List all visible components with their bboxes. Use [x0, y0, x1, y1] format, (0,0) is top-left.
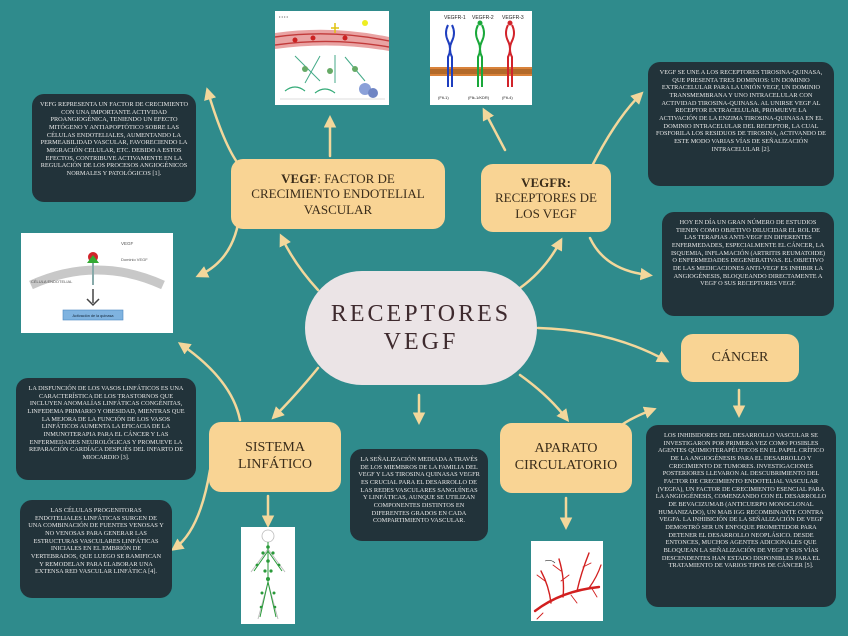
vegf-binding-diagram: VEGF Dominio VEGF CÉLULA ENDOTELIAL Acti…	[21, 233, 173, 333]
svg-text:• • • •: • • • •	[279, 14, 289, 19]
receptor-caption-2: (Flk-1/KDR)	[468, 95, 490, 100]
node-aparato-line2: CIRCULATORIO	[514, 458, 618, 473]
image-blood-vessels	[531, 541, 603, 621]
note-cancer-description: LOS INHIBIDORES DEL DESARROLLO VASCULAR …	[646, 425, 836, 607]
node-cancer[interactable]: CÁNCER	[681, 334, 799, 382]
binding-top-label: VEGF	[121, 241, 134, 246]
lymphatic-body-diagram	[241, 527, 295, 624]
arrow-center-vegfr	[518, 237, 563, 290]
binding-membrane-label: CÉLULA ENDOTELIAL	[31, 279, 73, 284]
vascular-pathway-diagram: • • • •	[275, 11, 389, 105]
arrow-vegfr-image	[482, 107, 507, 152]
receptor-label-2: VEGFR-2	[472, 15, 494, 21]
node-vegfr-text: RECEPTORES DE LOS VEGF	[495, 190, 597, 221]
binding-side-label: Dominio VEGF	[121, 257, 148, 262]
node-cancer-label: CÁNCER	[711, 349, 769, 365]
arrow-center-aparato	[518, 373, 570, 422]
node-vegfr-bold: VEGFR:	[521, 175, 571, 190]
central-topic-line1: RECEPTORES	[330, 301, 512, 327]
note-linfatico-disfuncion: LA DISFUNCIÓN DE LOS VASOS LINFÁTICOS ES…	[16, 378, 196, 480]
node-aparato-line1: APARATO	[534, 441, 598, 457]
node-vegf-bold: VEGF	[281, 171, 318, 186]
node-vegf[interactable]: VEGF: FACTOR DE CRECIMIENTO ENDOTELIAL V…	[231, 159, 445, 229]
node-vegf-text: : FACTOR DE CRECIMIENTO ENDOTELIAL VASCU…	[251, 171, 425, 217]
note-senalizacion: LA SEÑALIZACIÓN MEDIADA A TRAVÉS DE LOS …	[350, 449, 488, 541]
node-sistema-line1: SISTEMA	[245, 440, 305, 456]
node-sistema-line2: LINFÁTICO	[238, 457, 312, 472]
receptor-caption-3: (Flt-4)	[502, 95, 513, 100]
receptor-label-3: VEGFR-3	[502, 15, 524, 21]
arrow-sistema-note-top	[177, 342, 242, 422]
note-linfatico-celulas: LAS CÉLULAS PROGENITORAS ENDOTELIALES LI…	[20, 500, 172, 598]
receptor-label-1: VEGFR-1	[444, 15, 466, 21]
note-vegf-description: VEFG REPRESENTA UN FACTOR DE CRECIMIENTO…	[32, 94, 196, 202]
arrow-sistema-note-bottom	[170, 468, 212, 551]
arrow-center-cancer	[536, 326, 670, 363]
image-vegf-receptors: VEGFR-1 VEGFR-2 VEGFR-3 (Flt-1) (Flk-1/K…	[430, 11, 532, 105]
arrow-center-sistema	[271, 366, 320, 420]
arrow-center-vegf	[279, 233, 320, 292]
central-topic-line2: VEGF	[383, 329, 459, 355]
receptor-caption-1: (Flt-1)	[438, 95, 449, 100]
image-vegf-binding: VEGF Dominio VEGF CÉLULA ENDOTELIAL Acti…	[21, 233, 173, 333]
image-lymphatic-body	[241, 527, 295, 624]
blood-vessels-diagram	[531, 541, 603, 621]
arrow-vegfr-studies	[588, 236, 653, 281]
note-vegfr-description: VEGF SE UNE A LOS RECEPTORES TIROSINA-QU…	[648, 62, 834, 186]
image-vascular-pathway: • • • •	[275, 11, 389, 105]
vegf-receptors-diagram: VEGFR-1 VEGFR-2 VEGFR-3 (Flt-1) (Flk-1/K…	[430, 11, 532, 105]
node-vegfr[interactable]: VEGFR:RECEPTORES DE LOS VEGF	[481, 164, 611, 232]
binding-result-label: Activación de la quinasa	[73, 314, 115, 318]
note-vegfr-studies: HOY EN DÍA UN GRAN NÚMERO DE ESTUDIOS TI…	[662, 212, 834, 316]
central-topic[interactable]: RECEPTORES VEGF	[305, 271, 537, 385]
arrow-vegfr-note	[588, 91, 644, 172]
